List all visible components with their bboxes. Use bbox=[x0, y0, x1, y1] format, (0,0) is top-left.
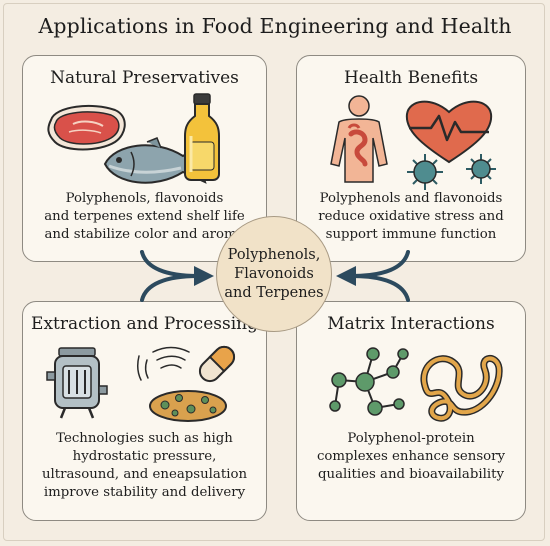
molecule-network-icon bbox=[329, 347, 409, 416]
panel-desc-health: Polyphenols and flavonoids reduce oxidat… bbox=[318, 191, 504, 242]
virus-icon bbox=[407, 154, 496, 190]
panel-matrix-interactions: Matrix Interactions Polyphenol-protein c… bbox=[296, 301, 526, 521]
page-title: Applications in Food Engineering and Hea… bbox=[38, 14, 512, 38]
center-line: Polyphenols, bbox=[227, 246, 321, 263]
center-compounds-circle: Polyphenols, Flavonoids and Terpenes bbox=[216, 216, 332, 332]
human-body-icon bbox=[330, 95, 388, 183]
arrow-left-to-center bbox=[140, 250, 214, 302]
panel-title-extraction: Extraction and Processing bbox=[31, 314, 258, 334]
center-line: and Terpenes bbox=[224, 284, 324, 301]
panel-title-matrix: Matrix Interactions bbox=[327, 314, 495, 334]
panel-desc-matrix: Polyphenol-protein complexes enhance sen… bbox=[316, 431, 506, 482]
panel-title-natural: Natural Preservatives bbox=[50, 68, 239, 88]
ultrasound-waves-icon bbox=[136, 346, 190, 381]
panel-desc-extraction: Technologies such as high hydrostatic pr… bbox=[41, 431, 248, 500]
heart-pulse-icon bbox=[405, 100, 493, 164]
panel-extraction-processing: Extraction and Processing bbox=[22, 301, 267, 521]
center-line: Flavonoids bbox=[234, 265, 314, 282]
protein-strand-icon bbox=[420, 355, 503, 422]
meat-icon bbox=[47, 104, 126, 151]
oil-bottle-icon bbox=[184, 93, 220, 181]
arrow-right-to-center bbox=[336, 250, 410, 302]
encapsulated-particles-icon bbox=[149, 390, 227, 422]
capsule-icon bbox=[198, 345, 236, 383]
panel-natural-preservatives: Natural Preservatives Polyphenols, flavo… bbox=[22, 55, 267, 262]
panel-desc-natural: Polyphenols, flavonoids and terpenes ext… bbox=[44, 191, 245, 242]
pressure-vessel-icon bbox=[46, 347, 108, 419]
panel-title-health: Health Benefits bbox=[343, 68, 479, 88]
fish-icon bbox=[103, 137, 207, 184]
outer-frame bbox=[3, 3, 545, 541]
panel-health-benefits: Health Benefits Polyphenols and flavonoi… bbox=[296, 55, 526, 262]
